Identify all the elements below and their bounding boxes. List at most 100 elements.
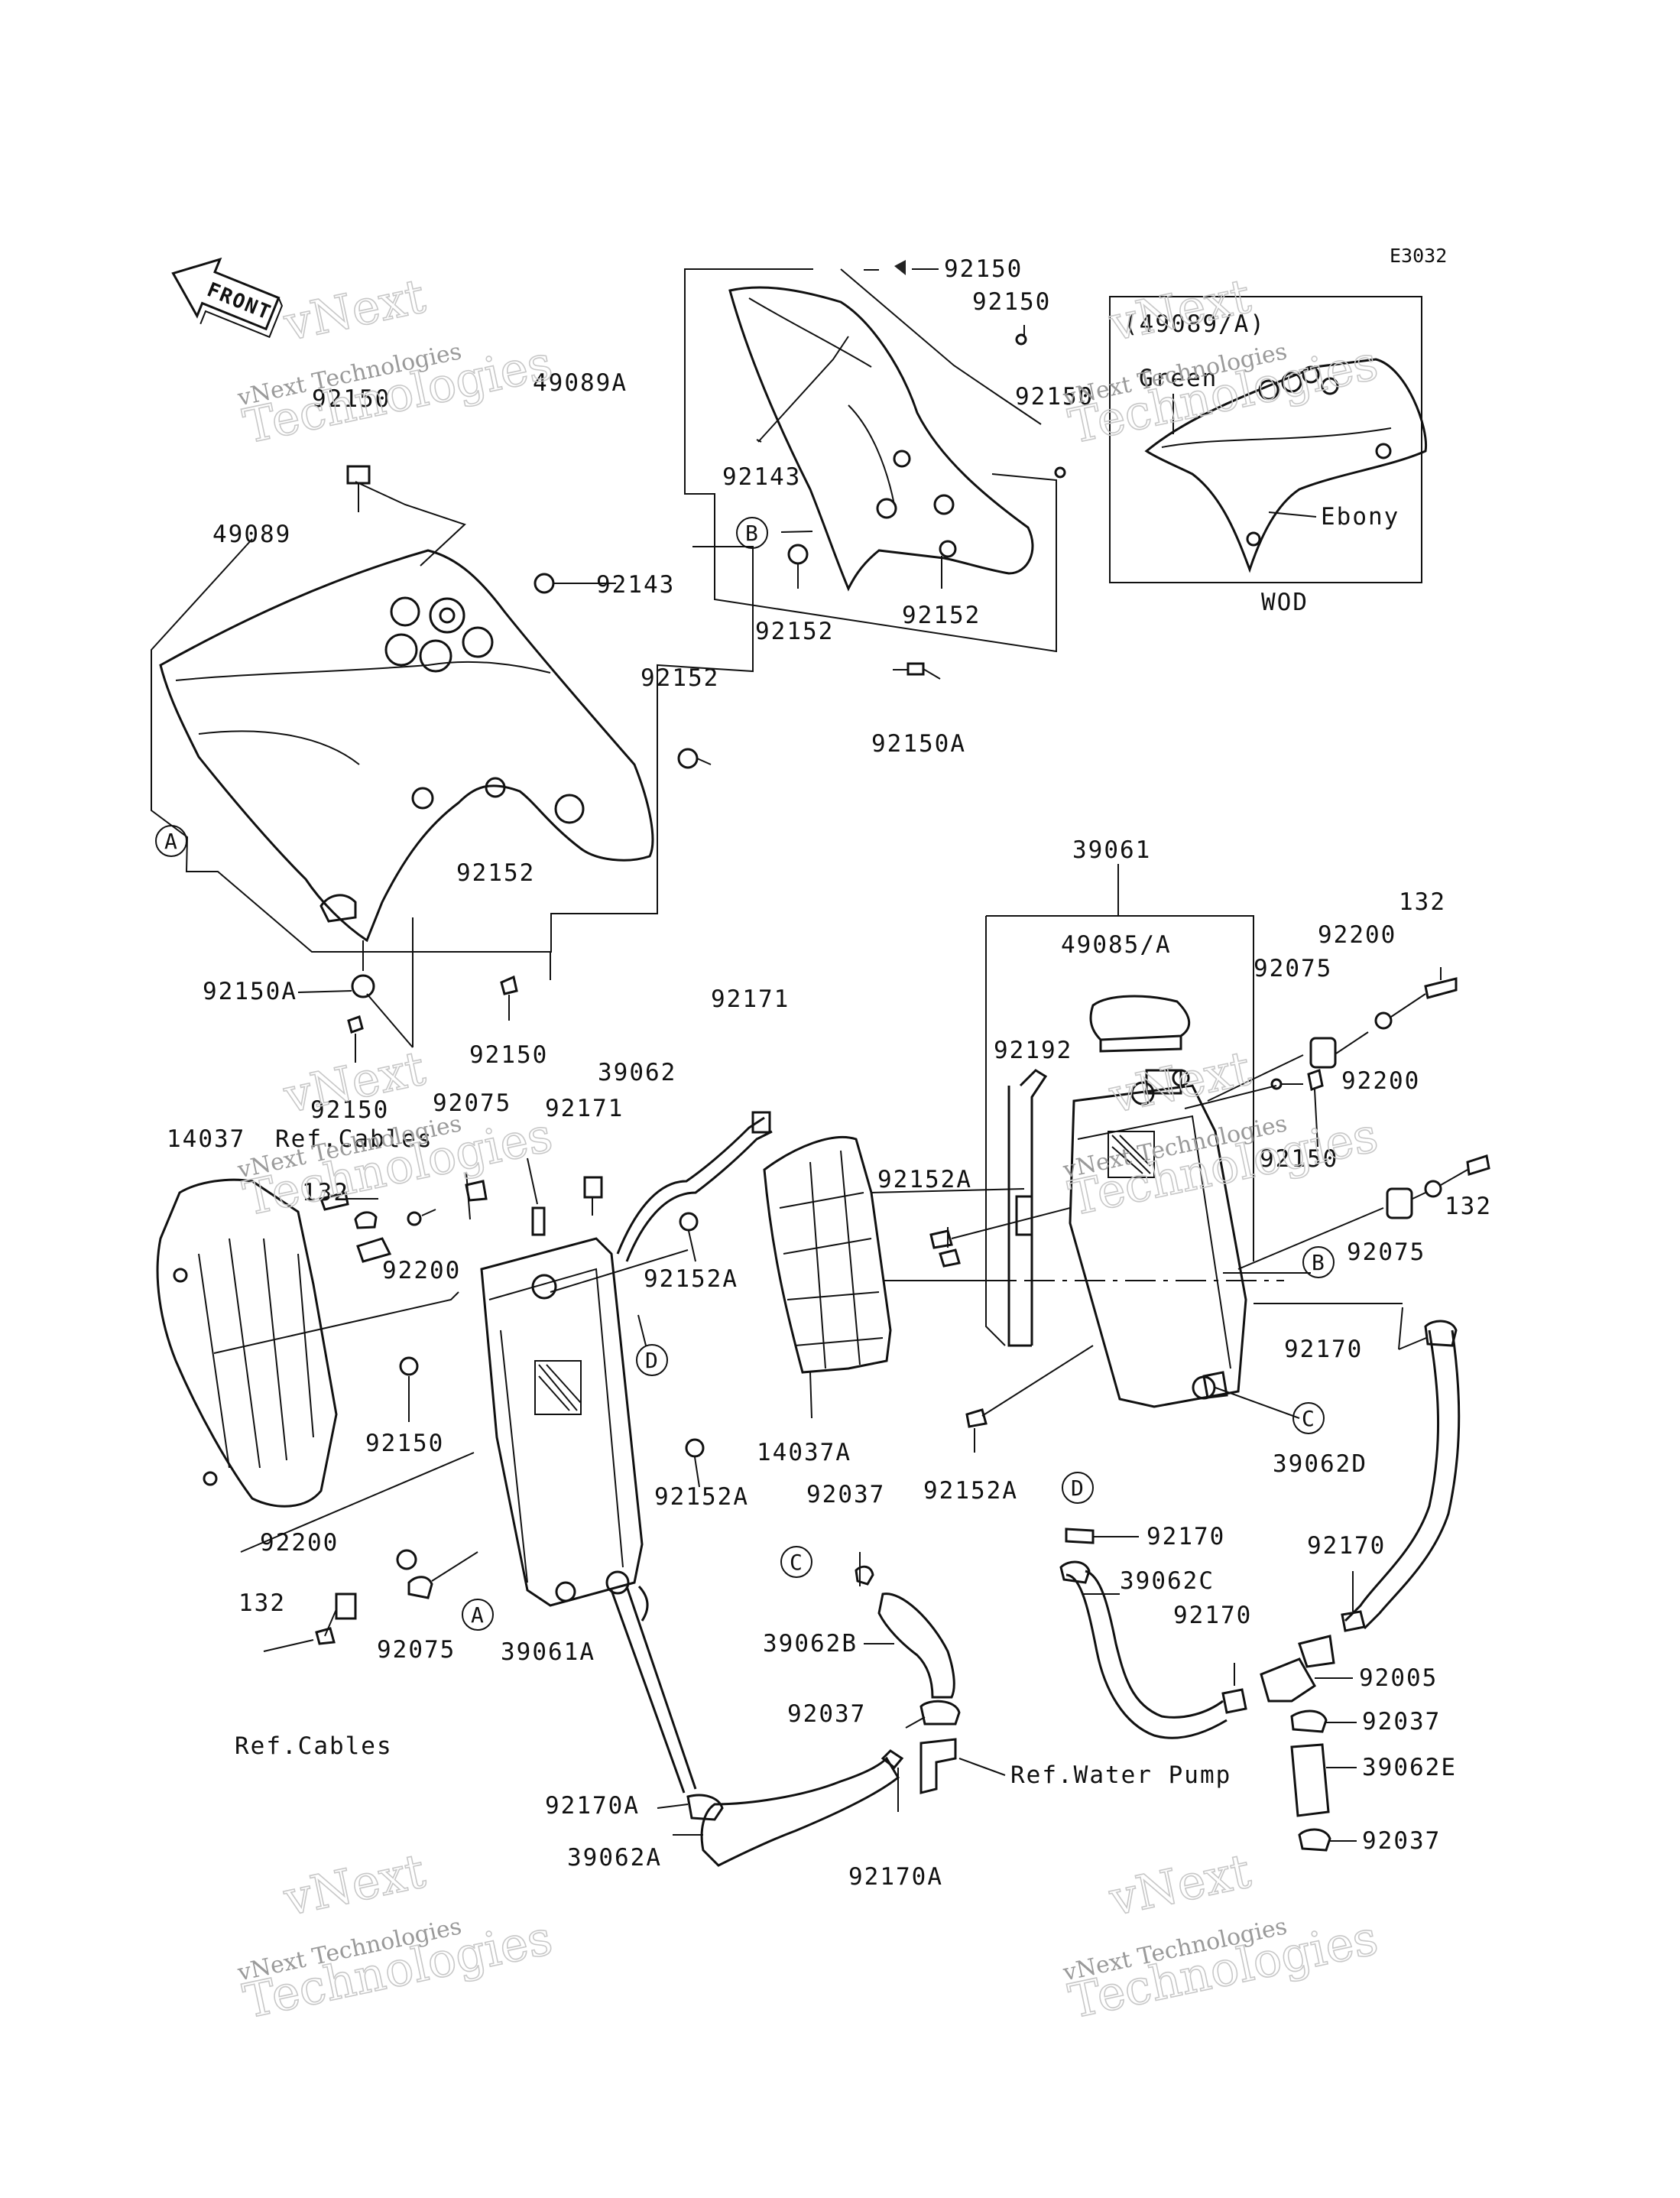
callout-c-right-label: C [1302, 1406, 1315, 1431]
label-92075-c: 92075 [1347, 1239, 1425, 1266]
variant-footer: WOD [1261, 589, 1309, 616]
label-92170-b: 92170 [1146, 1523, 1225, 1550]
label-92152-a: 92152 [755, 618, 834, 645]
label-92075-a: 92075 [1254, 955, 1332, 982]
label-92152-b: 92152 [902, 602, 981, 629]
label-92143-b: 92143 [596, 571, 675, 599]
label-14037A: 14037A [757, 1439, 851, 1466]
cap-49085A [1089, 995, 1191, 1041]
label-92152A-d: 92152A [923, 1477, 1018, 1505]
callout-c-bottom [780, 1546, 812, 1578]
label-92170-d: 92170 [1173, 1602, 1252, 1629]
label-49089A: 49089A [533, 369, 628, 397]
label-92005: 92005 [1359, 1664, 1438, 1692]
label-92200-d: 92200 [260, 1529, 339, 1557]
callout-a-left [155, 825, 187, 857]
label-92150A-top: 92150A [871, 730, 966, 758]
label-92200-c: 92200 [1341, 1067, 1420, 1095]
shroud-49089 [159, 549, 654, 943]
label-92143-a: 92143 [722, 463, 801, 491]
label-92152-c: 92152 [641, 664, 719, 692]
label-39061A: 39061A [501, 1638, 595, 1666]
label-92037-a: 92037 [806, 1481, 885, 1508]
label-132-c: 132 [1445, 1193, 1492, 1220]
label-39062A: 39062A [567, 1844, 662, 1872]
label-39062D: 39062D [1273, 1450, 1367, 1478]
front-arrow-icon: FRONT [171, 257, 284, 339]
variant-title: (49089/A) [1124, 310, 1266, 338]
hose-39062E [1290, 1743, 1330, 1817]
label-92152-d: 92152 [456, 859, 535, 887]
label-92075-d: 92075 [377, 1636, 456, 1664]
watermark-brand-4: vNext [1104, 1040, 1255, 1124]
callout-b-right [1302, 1246, 1335, 1278]
radiator-right-group [929, 864, 1490, 1630]
label-92170A-a: 92170A [545, 1792, 640, 1820]
label-92170-c: 92170 [1307, 1532, 1386, 1560]
callout-c-right [1292, 1402, 1325, 1434]
label-14037: 14037 [167, 1125, 245, 1153]
label-132-d: 132 [238, 1589, 286, 1617]
shroud-variant [1144, 358, 1428, 573]
label-39061: 39061 [1072, 836, 1151, 864]
callout-b-right-label: B [1312, 1250, 1325, 1275]
label-132-b: 132 [302, 1179, 349, 1206]
callout-b-top-label: B [745, 521, 758, 546]
callout-group: A B D B C A C D [155, 517, 1335, 1631]
callout-d-bottom [1062, 1472, 1094, 1504]
label-92037-d: 92037 [1362, 1827, 1441, 1855]
label-92037-b: 92037 [787, 1700, 866, 1728]
hose-39062A [700, 1756, 900, 1867]
label-49085A: 49085/A [1061, 931, 1172, 959]
variant-box: (49089/A) Green Ebony WOD [1109, 296, 1428, 616]
callout-d-left-label: D [645, 1348, 658, 1373]
label-92171-a: 92171 [711, 985, 790, 1013]
label-92150-r2: 92150 [1015, 383, 1094, 411]
label-92200-a: 92200 [1318, 921, 1396, 949]
label-92150-l3: 92150 [310, 1096, 389, 1124]
label-92170-a: 92170 [1284, 1336, 1363, 1363]
callout-a-bottom [462, 1599, 494, 1631]
variant-color-ebony: Ebony [1321, 503, 1399, 531]
label-92192: 92192 [994, 1037, 1072, 1064]
label-132-a: 132 [1399, 888, 1446, 916]
label-92150-l2: 92150 [469, 1041, 548, 1069]
radiator-guard-14037A [763, 1135, 892, 1374]
diagram-code: E3032 [1390, 245, 1447, 267]
label-refcables-bot: Ref.Cables [235, 1732, 393, 1760]
label-49089: 49089 [212, 521, 291, 548]
radiator-39061 [1069, 1084, 1247, 1408]
variant-color-green: Green [1139, 365, 1218, 392]
label-92152A-c: 92152A [654, 1483, 749, 1511]
label-92150A-left: 92150A [203, 978, 297, 1005]
radiator-39061A [480, 1237, 644, 1607]
label-92171-b: 92171 [545, 1095, 624, 1122]
label-39062B: 39062B [763, 1630, 858, 1657]
shroud-49089-group [151, 465, 754, 1063]
callout-a-left-label: A [164, 829, 177, 854]
watermark-brand-6: vNext [1104, 1842, 1255, 1927]
callout-c-bottom-label: C [790, 1550, 803, 1575]
callout-d-left [636, 1344, 668, 1376]
callout-a-bottom-label: A [471, 1602, 484, 1628]
callout-d-bottom-label: D [1071, 1476, 1084, 1501]
shroud-49089A [728, 286, 1034, 592]
callout-b-top [736, 517, 768, 549]
label-92150-left: 92150 [312, 385, 391, 413]
label-39062C: 39062C [1120, 1567, 1215, 1595]
label-92170A-b: 92170A [848, 1863, 943, 1891]
label-92150-l4: 92150 [365, 1430, 444, 1457]
radiator-guard-14037 [156, 1178, 338, 1508]
label-92200-b: 92200 [382, 1257, 461, 1284]
hose-39062B [877, 1592, 955, 1699]
label-92150-top: 92150 [944, 255, 1023, 283]
label-92150-mid: 92150 [1260, 1145, 1338, 1173]
label-92037-c: 92037 [1362, 1708, 1441, 1735]
radiator-guard-14037A-group [763, 1135, 1025, 1419]
watermark-brand-2: vNext [1104, 268, 1255, 352]
label-92152A-a: 92152A [877, 1166, 972, 1193]
radiator-left-group [156, 1111, 773, 1652]
label-refcables-top: Ref.Cables [275, 1125, 433, 1153]
label-92150-r1: 92150 [972, 288, 1051, 316]
